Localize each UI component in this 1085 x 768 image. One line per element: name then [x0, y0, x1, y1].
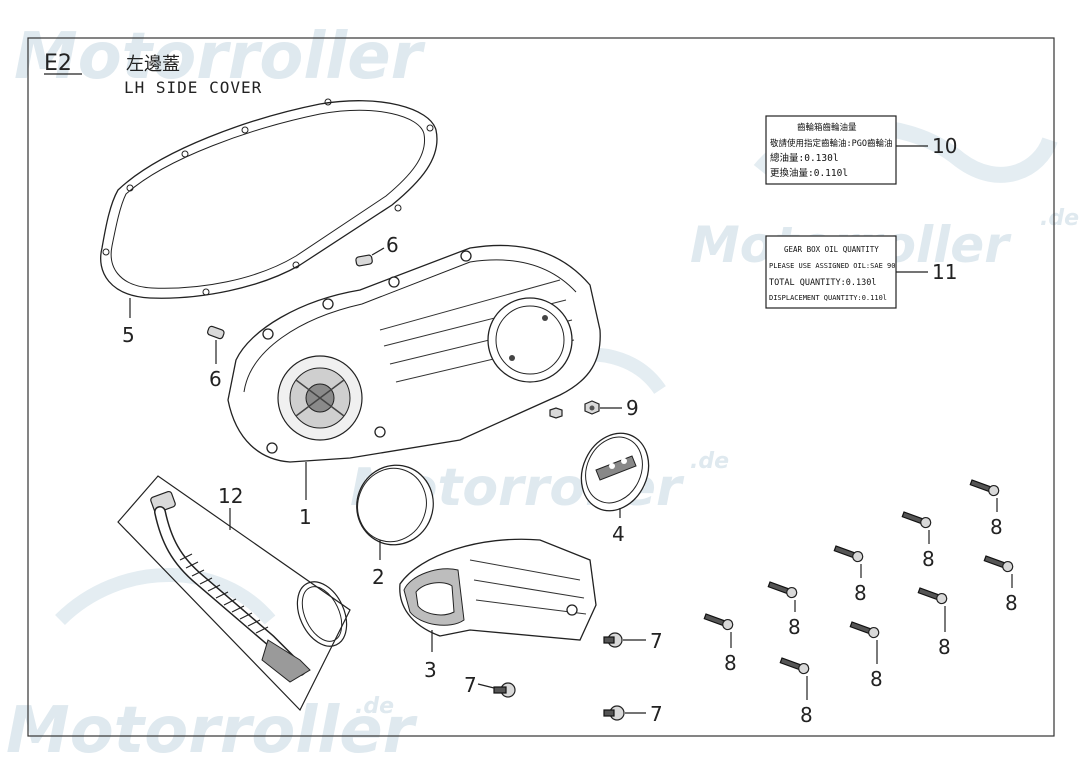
callout-6-upper: 6: [386, 233, 399, 257]
bolt: [849, 621, 880, 639]
callout-9: 9: [626, 396, 639, 420]
section-code: E2: [44, 51, 72, 76]
part-6-dowel-pin-lower: [207, 325, 225, 340]
label-cn-line3: 總油量:0.130l: [770, 152, 839, 164]
part-10-oil-label-chinese: 齒輪箱齒輪油量 敬請使用指定齒輪油:PGO齒輪油 總油量:0.130l 更換油量…: [765, 115, 897, 185]
callout-3: 3: [424, 658, 437, 682]
label-en-line4: DISPLACEMENT QUANTITY:0.110l: [769, 294, 887, 302]
title-chinese: 左邊蓋: [126, 54, 180, 75]
label-cn-line2: 敬請使用指定齒輪油:PGO齒輪油: [770, 138, 892, 149]
bolt: [767, 581, 798, 599]
callout-8: 8: [938, 635, 951, 659]
watermark-bottom-left: Motorroller: [6, 694, 418, 768]
callout-8: 8: [800, 703, 813, 727]
callout-8: 8: [870, 667, 883, 691]
part-8-bolt-group: [703, 479, 1014, 675]
bolt: [779, 657, 810, 675]
title-english: LH SIDE COVER: [124, 78, 262, 97]
callout-4: 4: [612, 522, 625, 546]
watermark-right-suffix: .de: [1040, 206, 1079, 231]
label-cn-line4: 更換油量:0.110l: [770, 167, 848, 179]
label-cn-line1: 齒輪箱齒輪油量: [797, 122, 857, 133]
part-4-inspection-cap: [580, 432, 650, 512]
part-7-screw-b: [493, 682, 516, 698]
callout-12: 12: [218, 484, 243, 508]
callout-7-c: 7: [650, 702, 663, 726]
part-9-nut: [549, 400, 600, 419]
part-2-filter-disc: [356, 464, 434, 546]
callout-10: 10: [932, 134, 957, 158]
bolt: [833, 545, 864, 563]
callout-8: 8: [854, 581, 867, 605]
part-6-dowel-pin-upper: [355, 254, 373, 267]
part-11-oil-label-english: GEAR BOX OIL QUANTITY PLEASE USE ASSIGNE…: [765, 235, 897, 309]
label-en-line3: TOTAL QUANTITY:0.130l: [769, 278, 876, 288]
callout-8: 8: [922, 547, 935, 571]
part-12-breather-hose: [117, 475, 351, 712]
callout-7-a: 7: [650, 629, 663, 653]
bolt: [901, 511, 932, 529]
callout-11: 11: [932, 260, 957, 284]
label-en-line2: PLEASE USE ASSIGNED OIL:SAE 90: [769, 262, 895, 270]
bolt: [983, 555, 1014, 573]
callout-8: 8: [990, 515, 1003, 539]
drawing-frame: [27, 37, 1055, 737]
bolt: [917, 587, 948, 605]
part-7-screw-c: [603, 705, 625, 721]
callout-8: 8: [724, 651, 737, 675]
callout-7-b: 7: [464, 673, 477, 697]
label-en-line1: GEAR BOX OIL QUANTITY: [784, 245, 879, 254]
bolt: [703, 613, 734, 631]
callout-8: 8: [1005, 591, 1018, 615]
callout-2: 2: [372, 565, 385, 589]
part-7-screw-a: [603, 632, 623, 648]
part-3-air-duct: [399, 538, 597, 641]
bolt: [969, 479, 1000, 497]
part-5-gasket: [100, 98, 438, 299]
watermark-center-suffix: .de: [690, 449, 729, 474]
watermark-bottom-suffix: .de: [355, 694, 394, 719]
callout-6-lower: 6: [209, 367, 222, 391]
callout-8: 8: [788, 615, 801, 639]
part-1-lh-side-cover: [227, 244, 601, 463]
callout-5: 5: [122, 323, 135, 347]
watermark-top-left: Motorroller: [14, 20, 426, 94]
callout-1: 1: [299, 505, 312, 529]
